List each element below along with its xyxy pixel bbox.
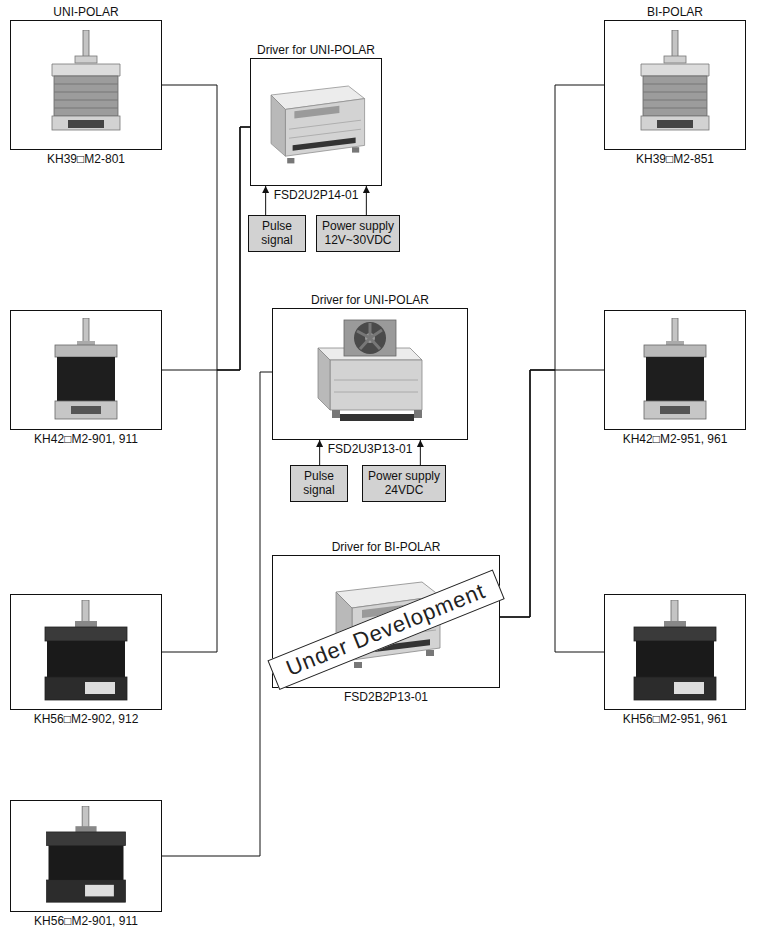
- connector-line: [162, 372, 272, 856]
- input-box: Pulse signal: [290, 465, 348, 502]
- signal-arrow: [366, 186, 367, 215]
- box-heading: BI-POLAR: [647, 5, 703, 19]
- model-number: KH39□M2-851: [636, 152, 714, 166]
- driver-box: Driver for UNI-POLARFSD2U3P13-01: [272, 308, 468, 440]
- model-number: FSD2U2P14-01: [274, 188, 359, 202]
- connector-line: [500, 370, 604, 617]
- connector-line: [162, 85, 250, 370]
- input-box: Power supply 12V~30VDC: [316, 215, 400, 252]
- motor-box: KH42□M2-901, 911: [10, 310, 162, 430]
- motor-box: UNI-POLARKH39□M2-801: [10, 20, 162, 150]
- model-number: KH42□M2-901, 911: [34, 432, 138, 446]
- motor-photo: [55, 318, 117, 419]
- motor-box: KH56□M2-902, 912: [10, 594, 162, 710]
- signal-arrow: [319, 440, 320, 465]
- motor-box: KH56□M2-901, 911: [10, 800, 162, 912]
- motor-photo: [634, 600, 716, 700]
- box-text: Pulse signal: [253, 219, 301, 248]
- box-heading: Driver for UNI-POLAR: [311, 293, 429, 307]
- box-heading: Driver for BI-POLAR: [332, 540, 441, 554]
- driver-photo: [318, 320, 422, 421]
- signal-arrow: [420, 440, 421, 465]
- connector-line: [162, 127, 250, 370]
- driver-box: Driver for UNI-POLARFSD2U2P14-01: [250, 58, 382, 186]
- connector-line: [500, 85, 604, 617]
- signal-arrow: [265, 186, 266, 215]
- driver-photo: [271, 86, 365, 163]
- input-box: Pulse signal: [248, 215, 306, 252]
- motor-photo: [641, 30, 709, 130]
- motor-photo: [47, 806, 126, 902]
- box-text: Power supply 12V~30VDC: [321, 219, 395, 248]
- motor-photo: [52, 30, 120, 130]
- box-heading: Driver for UNI-POLAR: [257, 43, 375, 57]
- connector-line: [500, 370, 604, 652]
- model-number: KH56□M2-901, 911: [34, 914, 138, 928]
- motor-photo: [644, 318, 706, 419]
- model-number: KH39□M2-801: [47, 152, 125, 166]
- model-number: KH56□M2-902, 912: [34, 712, 139, 726]
- box-heading: UNI-POLAR: [53, 5, 118, 19]
- model-number: FSD2U3P13-01: [328, 442, 413, 456]
- model-number: FSD2B2P13-01: [344, 690, 428, 704]
- motor-box: BI-POLARKH39□M2-851: [604, 20, 746, 150]
- motor-box: KH56□M2-951, 961: [604, 594, 746, 710]
- box-text: Power supply 24VDC: [367, 469, 441, 498]
- model-number: KH56□M2-951, 961: [623, 712, 728, 726]
- connector-line: [162, 127, 250, 652]
- motor-photo: [45, 600, 127, 700]
- model-number: KH42□M2-951, 961: [623, 432, 728, 446]
- motor-box: KH42□M2-951, 961: [604, 310, 746, 430]
- box-text: Pulse signal: [295, 469, 343, 498]
- input-box: Power supply 24VDC: [362, 465, 446, 502]
